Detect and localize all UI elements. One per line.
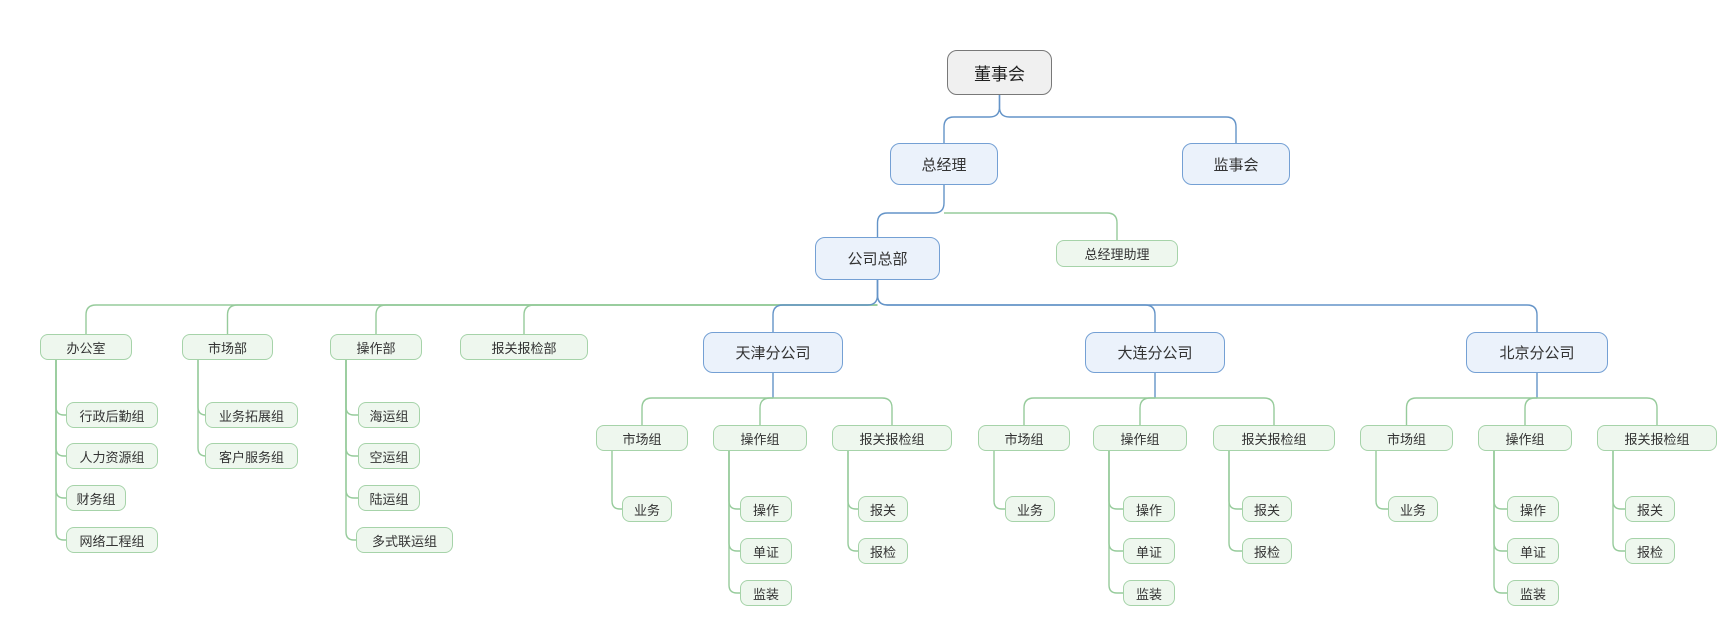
edge-b1-b1g2	[759, 397, 773, 425]
edge-d1-d1c4	[55, 360, 66, 541]
node-beijing-customs-declaration[interactable]: 报关	[1625, 496, 1675, 522]
node-beijing-operations-group[interactable]: 操作组	[1478, 425, 1572, 451]
edge-b3g3-b3g3c1	[1612, 451, 1625, 510]
edge-b1g3-b1g3c2	[847, 451, 858, 552]
edge-b3-b3g1	[1405, 397, 1537, 425]
node-land-freight-group[interactable]: 陆运组	[358, 485, 420, 511]
node-dalian-documentation[interactable]: 单证	[1123, 538, 1175, 564]
edge-board-sb	[998, 95, 1237, 143]
node-tianjin-loading-supervision[interactable]: 监装	[740, 580, 792, 606]
node-beijing-operation[interactable]: 操作	[1507, 496, 1559, 522]
edge-d1-d1c3	[55, 360, 66, 499]
edge-d3-d3c4	[345, 360, 356, 541]
node-tianjin-customs-declaration[interactable]: 报关	[858, 496, 908, 522]
node-dalian-business[interactable]: 业务	[1005, 496, 1055, 522]
node-marketing-dept[interactable]: 市场部	[182, 334, 273, 360]
edge-b3g2-b3g2c2	[1493, 451, 1507, 552]
node-tianjin-customs-inspection[interactable]: 报检	[858, 538, 908, 564]
edge-b3g3-b3g3c2	[1612, 451, 1625, 552]
edge-b3-b3g3	[1537, 397, 1658, 425]
node-customer-service-group[interactable]: 客户服务组	[205, 443, 298, 469]
edge-hq-d1	[85, 304, 878, 334]
node-dalian-customs-declaration[interactable]: 报关	[1242, 496, 1292, 522]
edge-b3g1-b3g1c1	[1375, 451, 1388, 510]
node-board-of-directors[interactable]: 董事会	[947, 50, 1052, 95]
edge-b2g3-b2g3c2	[1228, 451, 1242, 552]
edge-d3-d3c3	[345, 360, 358, 499]
edge-hq-d4	[523, 304, 878, 334]
edge-b1g2-b1g2c1	[728, 451, 740, 510]
node-operations-dept[interactable]: 操作部	[330, 334, 422, 360]
edge-b3-b3g2	[1524, 397, 1537, 425]
node-multimodal-transport-group[interactable]: 多式联运组	[356, 527, 453, 553]
edge-d1-d1c2	[55, 360, 66, 457]
edge-hq-b1	[772, 280, 879, 332]
edge-b2-b2g3	[1155, 397, 1275, 425]
node-tianjin-branch[interactable]: 天津分公司	[703, 332, 843, 373]
node-beijing-customs-group[interactable]: 报关报检组	[1597, 425, 1717, 451]
edge-b2g2-b2g2c3	[1108, 451, 1123, 594]
edge-b1g2-b1g2c3	[728, 451, 740, 594]
edge-b1g2-b1g2c2	[728, 451, 740, 552]
node-beijing-branch[interactable]: 北京分公司	[1466, 332, 1608, 373]
node-tianjin-customs-group[interactable]: 报关报检组	[832, 425, 952, 451]
edge-hq-b3	[876, 280, 1538, 332]
node-beijing-customs-inspection[interactable]: 报检	[1625, 538, 1675, 564]
node-network-engineering-group[interactable]: 网络工程组	[66, 527, 158, 553]
edge-d3-d3c1	[345, 360, 358, 416]
edge-hq-d3	[375, 304, 878, 334]
node-dalian-operations-group[interactable]: 操作组	[1093, 425, 1187, 451]
node-customs-inspection-dept[interactable]: 报关报检部	[460, 334, 588, 360]
node-hr-group[interactable]: 人力资源组	[66, 443, 158, 469]
node-tianjin-marketing-group[interactable]: 市场组	[596, 425, 688, 451]
edge-hq-d2	[226, 304, 878, 334]
node-beijing-marketing-group[interactable]: 市场组	[1360, 425, 1453, 451]
node-air-freight-group[interactable]: 空运组	[358, 443, 420, 469]
node-business-development-group[interactable]: 业务拓展组	[205, 402, 298, 428]
edge-b1-b1g1	[641, 397, 773, 425]
node-office[interactable]: 办公室	[40, 334, 132, 360]
node-dalian-branch[interactable]: 大连分公司	[1085, 332, 1225, 373]
edge-b3g2-b3g2c3	[1493, 451, 1507, 594]
edge-b1g1-b1g1c1	[611, 451, 622, 510]
edge-gm-gma	[944, 212, 1118, 240]
node-finance-group[interactable]: 财务组	[66, 485, 126, 511]
node-beijing-documentation[interactable]: 单证	[1507, 538, 1559, 564]
node-dalian-loading-supervision[interactable]: 监装	[1123, 580, 1175, 606]
node-beijing-loading-supervision[interactable]: 监装	[1507, 580, 1559, 606]
edge-board-gm	[943, 95, 1001, 143]
edge-d1-d1c1	[55, 360, 66, 416]
node-sea-freight-group[interactable]: 海运组	[358, 402, 420, 428]
edge-b2-b2g2	[1139, 397, 1155, 425]
edge-hq-b2	[876, 280, 1156, 332]
edge-b2g2-b2g2c2	[1108, 451, 1123, 552]
node-gm-assistant[interactable]: 总经理助理	[1056, 240, 1178, 267]
edge-b2g1-b2g1c1	[993, 451, 1005, 510]
node-beijing-business[interactable]: 业务	[1388, 496, 1438, 522]
node-tianjin-business[interactable]: 业务	[622, 496, 672, 522]
edge-b2-b2g1	[1023, 397, 1155, 425]
node-dalian-marketing-group[interactable]: 市场组	[978, 425, 1070, 451]
node-supervisory-board[interactable]: 监事会	[1182, 143, 1290, 185]
node-tianjin-documentation[interactable]: 单证	[740, 538, 792, 564]
node-admin-logistics-group[interactable]: 行政后勤组	[66, 402, 158, 428]
node-general-manager[interactable]: 总经理	[890, 143, 998, 185]
edge-b2g3-b2g3c1	[1228, 451, 1242, 510]
node-dalian-customs-group[interactable]: 报关报检组	[1213, 425, 1335, 451]
node-tianjin-operation[interactable]: 操作	[740, 496, 792, 522]
node-dalian-operation[interactable]: 操作	[1123, 496, 1175, 522]
edge-b1g3-b1g3c1	[847, 451, 858, 510]
edge-b3g2-b3g2c1	[1493, 451, 1507, 510]
node-tianjin-operations-group[interactable]: 操作组	[713, 425, 807, 451]
edge-d3-d3c2	[345, 360, 358, 457]
node-dalian-customs-inspection[interactable]: 报检	[1242, 538, 1292, 564]
node-company-headquarters[interactable]: 公司总部	[815, 237, 940, 280]
edge-b1-b1g3	[773, 397, 893, 425]
edge-b2g2-b2g2c1	[1108, 451, 1123, 510]
edge-gm-hq	[876, 185, 945, 237]
